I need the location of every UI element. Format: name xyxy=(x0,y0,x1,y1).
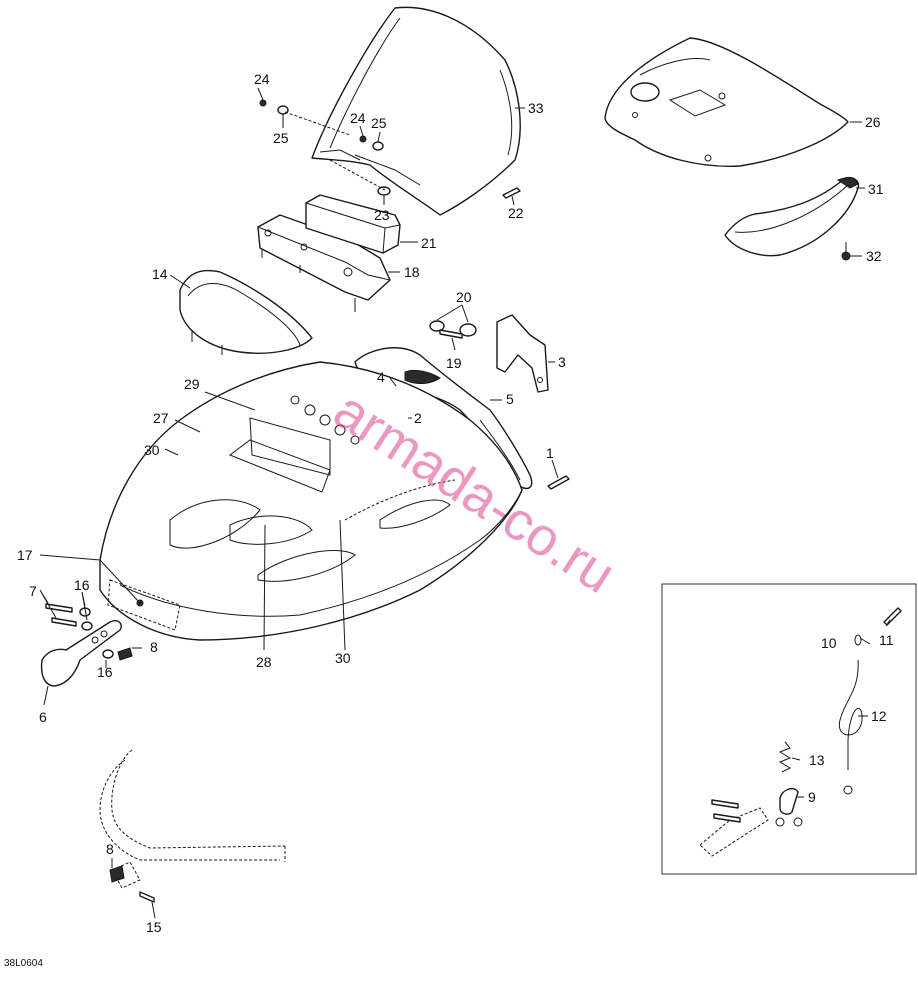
headlight-lens-part xyxy=(179,269,313,355)
callout-19: 19 xyxy=(446,355,462,371)
diagram-code: 38L0604 xyxy=(4,958,43,969)
frame-part xyxy=(99,749,286,903)
storage-cover-part xyxy=(604,37,849,167)
callout-20: 20 xyxy=(456,289,472,305)
callout-30b: 30 xyxy=(335,650,351,666)
callout-21: 21 xyxy=(421,235,437,251)
callout-5: 5 xyxy=(506,391,514,407)
callout-10: 10 xyxy=(821,635,837,651)
inset-detail xyxy=(661,583,917,875)
callouts: 1 2 3 4 5 6 7 8 8 9 10 11 12 13 14 15 16… xyxy=(17,71,894,935)
callout-7: 7 xyxy=(29,583,37,599)
callout-14: 14 xyxy=(152,266,168,282)
callout-33: 33 xyxy=(528,100,544,116)
callout-16b: 16 xyxy=(97,664,113,680)
callout-29: 29 xyxy=(184,376,200,392)
callout-15: 15 xyxy=(146,919,162,935)
callout-22: 22 xyxy=(508,205,524,221)
screw-19 xyxy=(439,329,463,339)
callout-23: 23 xyxy=(374,207,390,223)
callout-13: 13 xyxy=(809,752,825,768)
screw-32 xyxy=(841,242,851,261)
callout-32: 32 xyxy=(866,248,882,264)
callout-6: 6 xyxy=(39,709,47,725)
callout-17: 17 xyxy=(17,547,33,563)
callout-25b: 25 xyxy=(371,115,387,131)
callout-18: 18 xyxy=(404,264,420,280)
callout-9: 9 xyxy=(808,789,816,805)
callout-11: 11 xyxy=(879,632,894,648)
rivet-22 xyxy=(502,187,521,199)
windshield-hardware xyxy=(259,99,391,196)
grommet-20 xyxy=(429,320,477,337)
callout-28: 28 xyxy=(256,654,272,670)
callout-26: 26 xyxy=(865,114,881,130)
callout-8b: 8 xyxy=(106,841,114,857)
bracket-part xyxy=(496,314,549,393)
windshield-part xyxy=(311,6,521,216)
callout-24a: 24 xyxy=(254,71,270,87)
fastener-1 xyxy=(547,475,570,490)
callout-4: 4 xyxy=(377,369,385,385)
callout-3: 3 xyxy=(558,354,566,370)
hood-part xyxy=(99,361,523,641)
pad-part xyxy=(305,194,401,254)
callout-25a: 25 xyxy=(273,130,289,146)
valance-part xyxy=(724,176,860,257)
callout-8a: 8 xyxy=(150,639,158,655)
callout-27: 27 xyxy=(153,410,169,426)
callout-31: 31 xyxy=(868,181,884,197)
callout-16a: 16 xyxy=(74,577,90,593)
console-part xyxy=(257,214,391,312)
hinge-part xyxy=(40,620,122,687)
callout-30a: 30 xyxy=(144,442,160,458)
leader-lines xyxy=(39,87,891,919)
callout-1: 1 xyxy=(546,445,554,461)
callout-2: 2 xyxy=(414,410,422,426)
callout-12: 12 xyxy=(871,708,887,724)
callout-24b: 24 xyxy=(350,110,366,126)
